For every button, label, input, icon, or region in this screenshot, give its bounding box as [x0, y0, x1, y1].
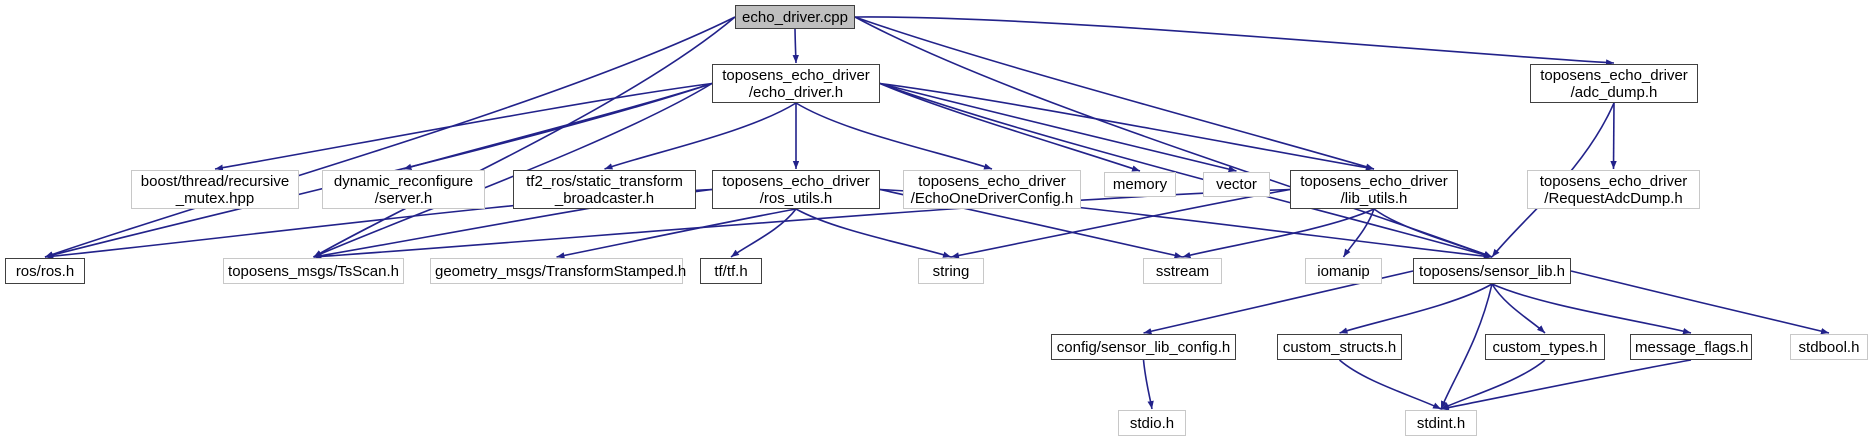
graph-edge	[1339, 283, 1493, 334]
graph-node-label: toposens_echo_driver /lib_utils.h	[1300, 172, 1448, 207]
graph-edge	[1440, 283, 1493, 410]
graph-node-label: tf/tf.h	[714, 262, 748, 280]
graph-node-label: toposens_echo_driver /EchoOneDriverConfi…	[910, 172, 1074, 207]
graph-node-tsscan-h[interactable]: toposens_msgs/TsScan.h	[223, 258, 404, 284]
graph-node-sensor-lib-config-h[interactable]: config/sensor_lib_config.h	[1051, 334, 1236, 360]
graph-edge	[214, 82, 713, 171]
graph-node-label: vector	[1216, 176, 1257, 193]
graph-node-dynamic-reconfigure[interactable]: dynamic_reconfigure /server.h	[322, 170, 485, 209]
graph-node-label: iomanip	[1317, 262, 1370, 280]
graph-node-label: toposens/sensor_lib.h	[1419, 262, 1565, 280]
graph-node-lib-utils-h[interactable]: toposens_echo_driver /lib_utils.h	[1290, 170, 1458, 209]
graph-edge	[44, 16, 736, 258]
graph-node-label: boost/thread/recursive _mutex.hpp	[140, 172, 290, 207]
graph-node-label: stdbool.h	[1798, 338, 1860, 356]
graph-node-stdio-h[interactable]: stdio.h	[1118, 410, 1186, 436]
graph-edge	[854, 16, 1375, 170]
graph-node-label: custom_types.h	[1492, 338, 1598, 356]
graph-edge	[313, 16, 736, 258]
graph-edge	[1338, 359, 1442, 410]
graph-edge	[313, 82, 713, 258]
graph-node-memory[interactable]: memory	[1104, 172, 1176, 197]
graph-edge	[854, 16, 1493, 258]
graph-node-ros-utils-h[interactable]: toposens_echo_driver /ros_utils.h	[712, 170, 880, 209]
graph-node-adc-dump-h[interactable]: toposens_echo_driver /adc_dump.h	[1530, 64, 1698, 103]
graph-node-label: toposens_echo_driver /ros_utils.h	[722, 172, 870, 207]
graph-node-echo-driver-h[interactable]: toposens_echo_driver /echo_driver.h	[712, 64, 880, 103]
graph-edge	[792, 28, 799, 64]
graph-node-echoone-cfg-h[interactable]: toposens_echo_driver /EchoOneDriverConfi…	[903, 170, 1081, 209]
graph-node-stdbool-h[interactable]: stdbool.h	[1790, 334, 1868, 360]
graph-node-iomanip[interactable]: iomanip	[1305, 258, 1382, 284]
graph-node-label: config/sensor_lib_config.h	[1056, 338, 1231, 356]
graph-node-label: toposens_echo_driver /echo_driver.h	[722, 66, 870, 101]
graph-edge	[879, 82, 1141, 172]
graph-node-request-adc-dump-h[interactable]: toposens_echo_driver /RequestAdcDump.h	[1527, 170, 1700, 209]
graph-edge	[854, 16, 1615, 66]
graph-node-label: dynamic_reconfigure /server.h	[333, 172, 474, 207]
graph-edge	[879, 82, 1237, 173]
graph-node-stdint-h[interactable]: stdint.h	[1405, 410, 1477, 436]
graph-edge	[1342, 208, 1375, 258]
graph-node-label: stdint.h	[1416, 414, 1466, 432]
graph-edge	[879, 82, 1375, 171]
graph-node-ros-ros-h[interactable]: ros/ros.h	[5, 258, 85, 284]
graph-node-custom-types-h[interactable]: custom_types.h	[1485, 334, 1605, 360]
graph-edge	[556, 208, 797, 259]
graph-edge	[1610, 102, 1617, 170]
graph-edge	[604, 102, 797, 170]
graph-node-label: sstream	[1155, 262, 1210, 280]
graph-node-sstream[interactable]: sstream	[1143, 258, 1222, 284]
graph-node-sensor-lib-h[interactable]: toposens/sensor_lib.h	[1413, 258, 1571, 284]
graph-node-tf2-ros-static-tf[interactable]: tf2_ros/static_transform _broadcaster.h	[513, 170, 696, 209]
graph-edge	[1440, 359, 1692, 411]
graph-node-label: custom_structs.h	[1282, 338, 1397, 356]
graph-edge	[795, 208, 952, 258]
graph-node-custom-structs-h[interactable]: custom_structs.h	[1277, 334, 1402, 360]
graph-node-transform-stamped-h[interactable]: geometry_msgs/TransformStamped.h	[430, 258, 687, 284]
graph-node-label: toposens_echo_driver /adc_dump.h	[1540, 66, 1688, 101]
graph-edge	[879, 82, 1493, 258]
graph-edge	[1143, 270, 1414, 335]
graph-node-message-flags-h[interactable]: message_flags.h	[1630, 334, 1752, 360]
graph-edge	[1142, 359, 1154, 410]
graph-node-label: ros/ros.h	[15, 262, 75, 280]
graph-node-vector[interactable]: vector	[1203, 172, 1270, 197]
graph-node-echo-driver-cpp[interactable]: echo_driver.cpp	[735, 5, 855, 29]
graph-edge	[1182, 208, 1375, 259]
graph-edge	[1373, 208, 1493, 258]
graph-edge	[1570, 270, 1830, 335]
graph-node-label: stdio.h	[1129, 414, 1175, 432]
graph-node-label: memory	[1112, 176, 1168, 193]
graph-node-label: string	[932, 262, 970, 280]
graph-node-label: geometry_msgs/TransformStamped.h	[435, 262, 687, 280]
graph-edge	[1491, 283, 1546, 334]
graph-node-label: tf2_ros/static_transform _broadcaster.h	[526, 172, 683, 207]
graph-node-label: toposens_echo_driver /RequestAdcDump.h	[1539, 172, 1688, 207]
graph-edge	[795, 102, 993, 170]
graph-node-label: toposens_msgs/TsScan.h	[228, 262, 399, 280]
graph-node-tf-tf-h[interactable]: tf/tf.h	[700, 258, 762, 284]
graph-edge	[1491, 283, 1692, 335]
graph-node-string[interactable]: string	[918, 258, 984, 284]
graph-edge	[1440, 359, 1546, 410]
graph-edge	[730, 208, 797, 258]
graph-node-label: message_flags.h	[1635, 338, 1749, 356]
graph-node-boost-recursive-mutex[interactable]: boost/thread/recursive _mutex.hpp	[131, 170, 299, 209]
graph-node-label: echo_driver.cpp	[742, 8, 848, 26]
